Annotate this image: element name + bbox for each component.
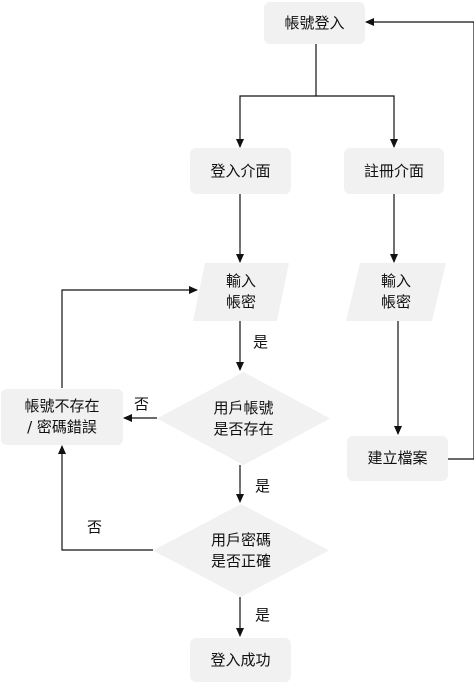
account-exists-line-2: 是否存在 bbox=[213, 419, 274, 438]
input-login-node: 輸入 帳密 bbox=[193, 263, 289, 321]
edge-login-split bbox=[236, 44, 317, 148]
create-file-text: 建立檔案 bbox=[367, 449, 428, 467]
error-node: 帳號不存在 / 密碼錯誤 bbox=[1, 389, 123, 445]
error-line-1: 帳號不存在 bbox=[24, 397, 100, 415]
login-account-node: 帳號登入 bbox=[264, 2, 365, 44]
input-register-shape bbox=[346, 263, 446, 321]
edge-label-yes-password: 是 bbox=[255, 606, 271, 624]
input-login-line-1: 輸入 bbox=[225, 272, 256, 290]
edge-label-no-password: 否 bbox=[87, 518, 103, 536]
account-exists-shape bbox=[157, 372, 330, 465]
create-file-node: 建立檔案 bbox=[347, 436, 448, 481]
register-screen-node: 註冊介面 bbox=[344, 148, 444, 194]
edge-label-no-account: 否 bbox=[134, 395, 150, 413]
input-login-line-2: 帳密 bbox=[225, 293, 256, 311]
login-account-text: 帳號登入 bbox=[284, 13, 345, 32]
login-success-node: 登入成功 bbox=[190, 638, 291, 682]
password-correct-line-1: 用戶密碼 bbox=[210, 530, 271, 549]
edge-login-to-register bbox=[316, 95, 398, 148]
input-register-node: 輸入 帳密 bbox=[346, 263, 446, 321]
edge-error-to-input bbox=[61, 286, 198, 388]
login-screen-text: 登入介面 bbox=[210, 161, 271, 180]
login-screen-node: 登入介面 bbox=[190, 148, 291, 194]
input-login-shape bbox=[193, 263, 289, 321]
login-success-text: 登入成功 bbox=[210, 650, 271, 669]
password-correct-line-2: 是否正確 bbox=[210, 551, 271, 570]
password-correct-decision: 用戶密碼 是否正確 bbox=[153, 504, 329, 597]
edge-label-yes-input: 是 bbox=[253, 333, 269, 351]
account-exists-decision: 用戶帳號 是否存在 bbox=[157, 372, 330, 465]
edge-label-yes-account: 是 bbox=[255, 477, 271, 495]
account-exists-line-1: 用戶帳號 bbox=[213, 398, 274, 417]
register-screen-text: 註冊介面 bbox=[363, 161, 424, 180]
error-line-2: / 密碼錯誤 bbox=[27, 418, 97, 436]
edge-password-no bbox=[58, 445, 153, 551]
input-register-line-2: 帳密 bbox=[380, 293, 411, 311]
edge-createfile-to-login bbox=[365, 18, 474, 460]
password-correct-shape bbox=[153, 504, 329, 597]
input-register-line-1: 輸入 bbox=[380, 272, 411, 290]
